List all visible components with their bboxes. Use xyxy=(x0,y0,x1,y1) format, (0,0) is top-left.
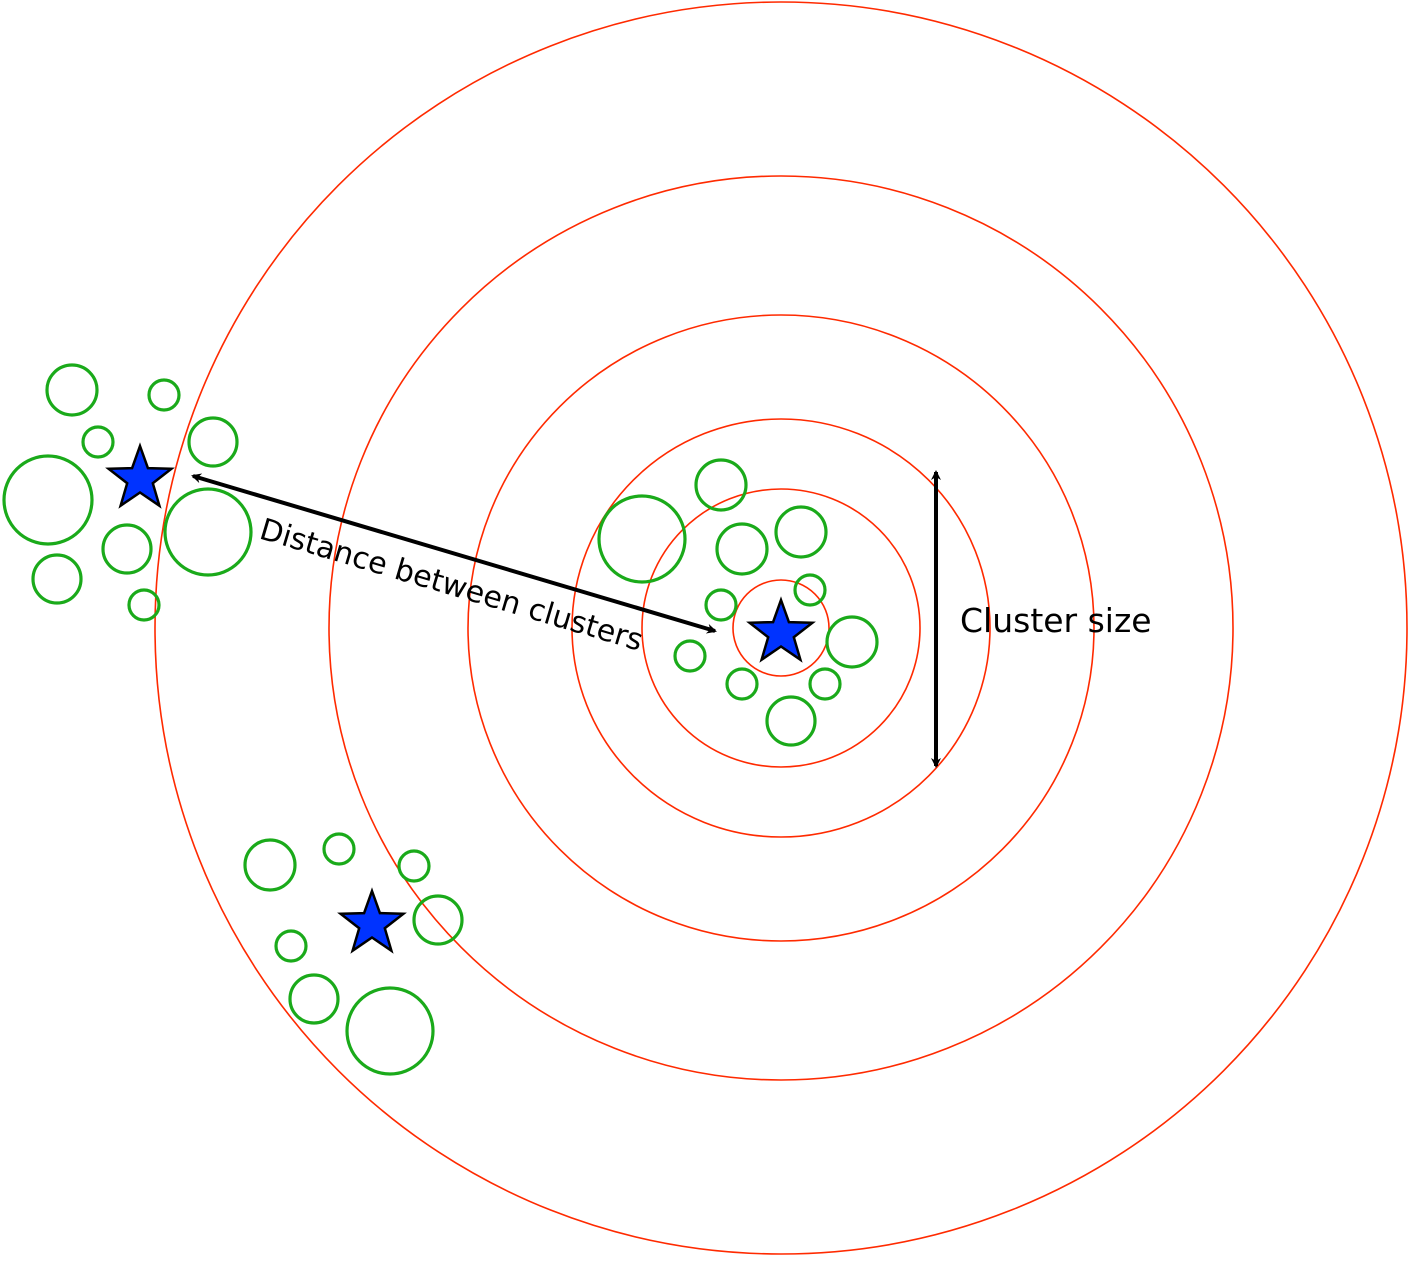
satellite-circle xyxy=(412,894,464,946)
satellite-circle xyxy=(793,573,827,607)
satellite-circle xyxy=(163,487,253,577)
satellite-circle xyxy=(274,929,308,963)
satellite-circle xyxy=(597,494,687,584)
distance-annotation: Distance between clusters xyxy=(191,473,717,659)
ring-6 xyxy=(154,1,1408,1255)
satellite-circle xyxy=(345,986,435,1076)
satellite-circle xyxy=(127,588,161,622)
satellite-circle xyxy=(673,639,707,673)
satellite-circle xyxy=(825,615,879,669)
satellite-circle xyxy=(147,378,181,412)
distance-label: Distance between clusters xyxy=(256,512,647,658)
satellite-circle xyxy=(715,522,769,576)
satellite-circle xyxy=(704,588,738,622)
cluster-size-annotation: Cluster size xyxy=(931,470,1152,768)
clusters xyxy=(2,363,879,1076)
satellite-circle xyxy=(288,973,340,1025)
satellite-circle xyxy=(2,454,94,546)
satellite-circle xyxy=(101,523,153,575)
star-icon xyxy=(105,442,175,509)
satellite-circle xyxy=(397,849,431,883)
satellite-circle xyxy=(187,416,239,468)
satellite-circle xyxy=(725,667,759,701)
satellite-circle xyxy=(243,838,297,892)
cluster-size-label: Cluster size xyxy=(960,601,1152,640)
ring-1 xyxy=(732,579,830,677)
cluster-lower-left xyxy=(243,832,464,1076)
distance-double-arrow-icon xyxy=(191,473,717,634)
satellite-circle xyxy=(765,695,817,747)
satellite-circle xyxy=(81,425,115,459)
satellite-circle xyxy=(774,505,828,559)
satellite-circle xyxy=(45,363,99,417)
cluster-central xyxy=(597,458,879,747)
star-icon xyxy=(746,596,816,663)
cluster-left xyxy=(2,363,253,622)
satellite-circle xyxy=(31,553,83,605)
satellite-circle xyxy=(808,667,842,701)
satellite-circle xyxy=(322,832,356,866)
star-icon xyxy=(337,887,407,954)
